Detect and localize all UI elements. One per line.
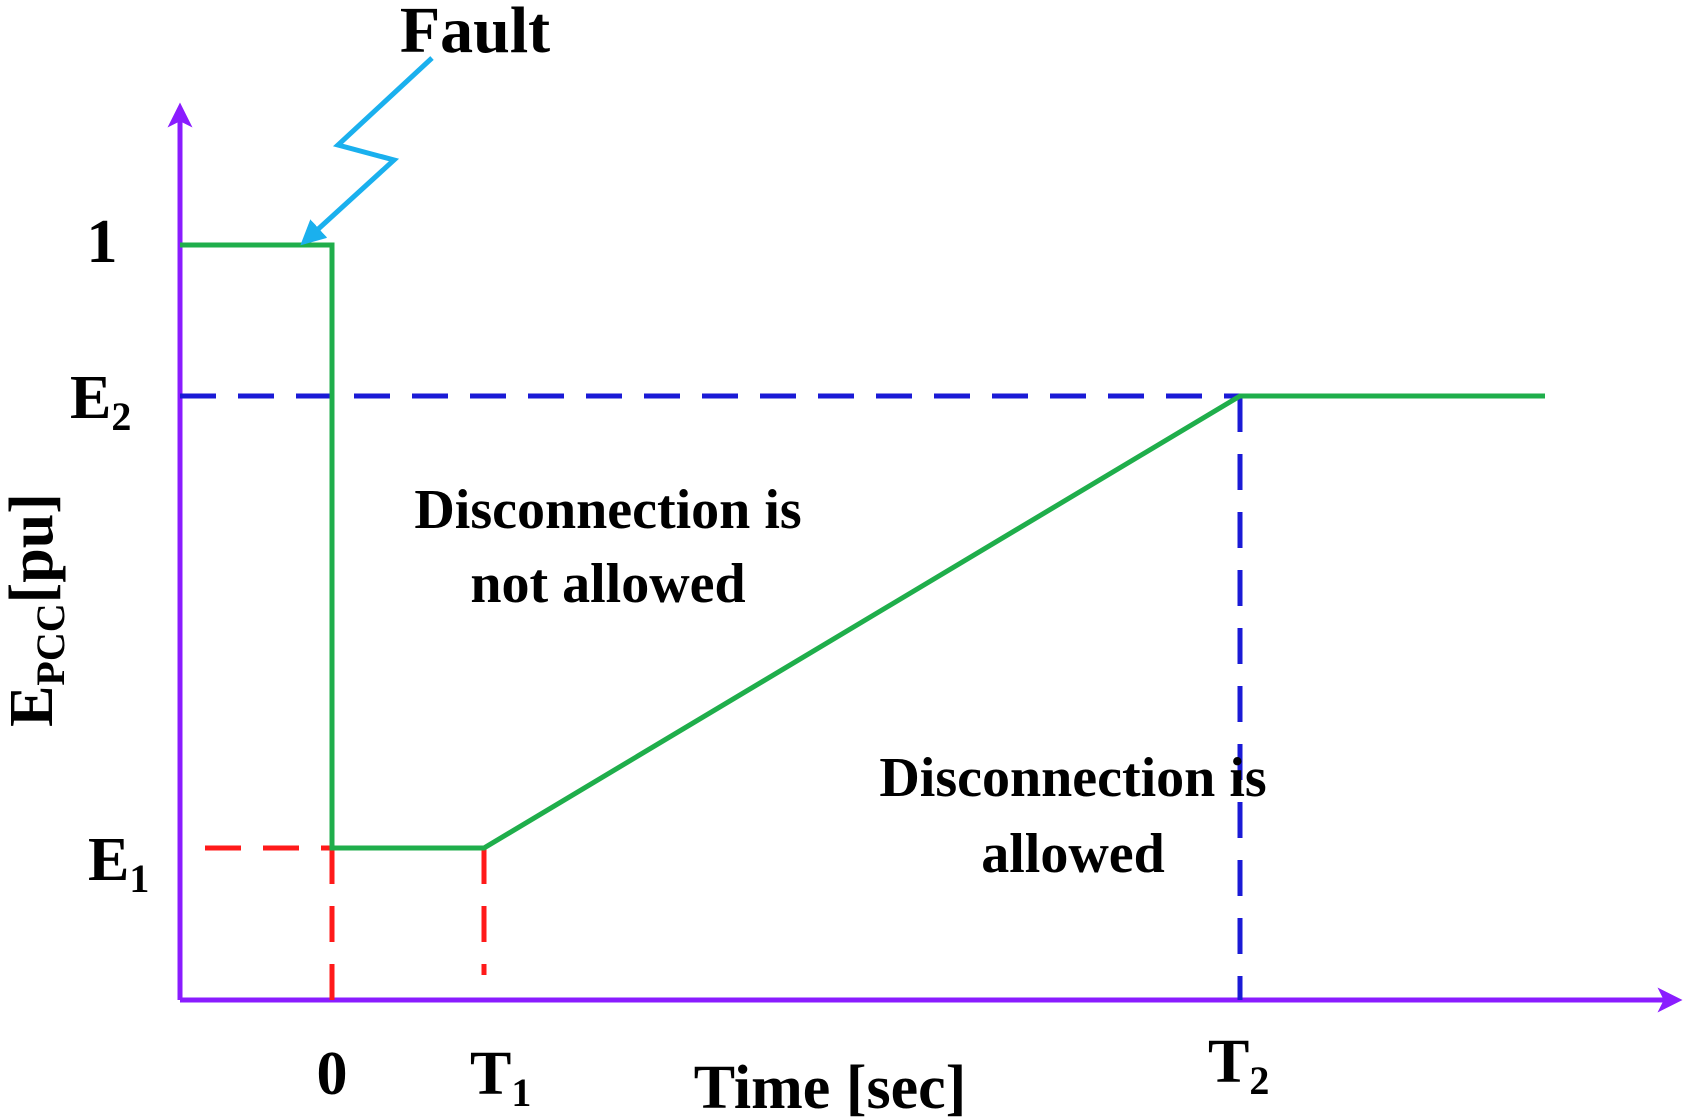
y-tick-e2-main: E xyxy=(70,364,111,432)
y-tick-e1-main: E xyxy=(88,826,129,894)
x-tick-t2: T2 xyxy=(1208,1028,1269,1103)
x-tick-t2-main: T xyxy=(1208,1028,1249,1096)
y-tick-e2-sub: 2 xyxy=(111,394,131,439)
x-tick-t2-sub: 2 xyxy=(1249,1058,1269,1103)
x-tick-t1-main: T xyxy=(470,1040,511,1108)
fault-label: Fault xyxy=(400,0,550,67)
y-axis-label-unit: [pu] xyxy=(0,493,66,603)
region-not-allowed-line1: Disconnection is xyxy=(414,479,801,541)
x-tick-zero: 0 xyxy=(317,1040,348,1108)
voltage-curve xyxy=(180,242,1545,851)
y-tick-e1: E1 xyxy=(88,826,149,901)
x-tick-t1-sub: 1 xyxy=(511,1070,531,1115)
y-tick-e2: E2 xyxy=(70,364,131,439)
y-tick-e1-sub: 1 xyxy=(129,856,149,901)
x-tick-t1: T1 xyxy=(470,1040,531,1115)
y-axis-label-main: E xyxy=(0,686,66,727)
fault-arrow-icon xyxy=(300,56,434,246)
x-axis-label: Time [sec] xyxy=(694,1054,967,1120)
region-allowed-line1: Disconnection is xyxy=(879,747,1266,809)
y-axis-label: EPCC[pu] xyxy=(0,493,73,727)
y-tick-one: 1 xyxy=(87,208,118,276)
region-not-allowed-line2: not allowed xyxy=(470,553,745,615)
region-allowed-line2: allowed xyxy=(981,823,1165,885)
y-axis-label-sub: PCC xyxy=(28,603,73,685)
